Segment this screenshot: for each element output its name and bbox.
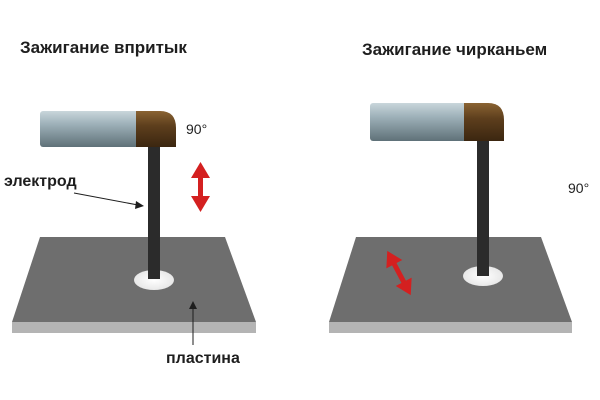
right-electrode-holder [370,103,504,141]
right-plate [329,237,572,333]
electrode-pointer-arrow [73,192,144,209]
left-contact-spot [134,270,174,290]
electrode-label: электрод [4,173,77,190]
left-plate [12,237,256,333]
title-butt-ignition: Зажигание впритык [20,38,187,57]
vertical-double-arrow-icon [191,162,210,212]
left-electrode-holder [40,111,176,147]
diagonal-double-arrow-icon [386,250,412,296]
left-electrode-rod [148,138,160,279]
plate-pointer-arrow [189,301,197,345]
right-scene: 90° [329,103,589,333]
left-angle-label: 90° [186,121,207,137]
plate-label: пластина [166,350,240,367]
title-scratch-ignition: Зажигание чирканьем [362,40,547,59]
right-electrode-rod [477,135,489,276]
right-angle-label: 90° [568,180,589,196]
left-scene: 90° электрод пластина [4,111,256,367]
